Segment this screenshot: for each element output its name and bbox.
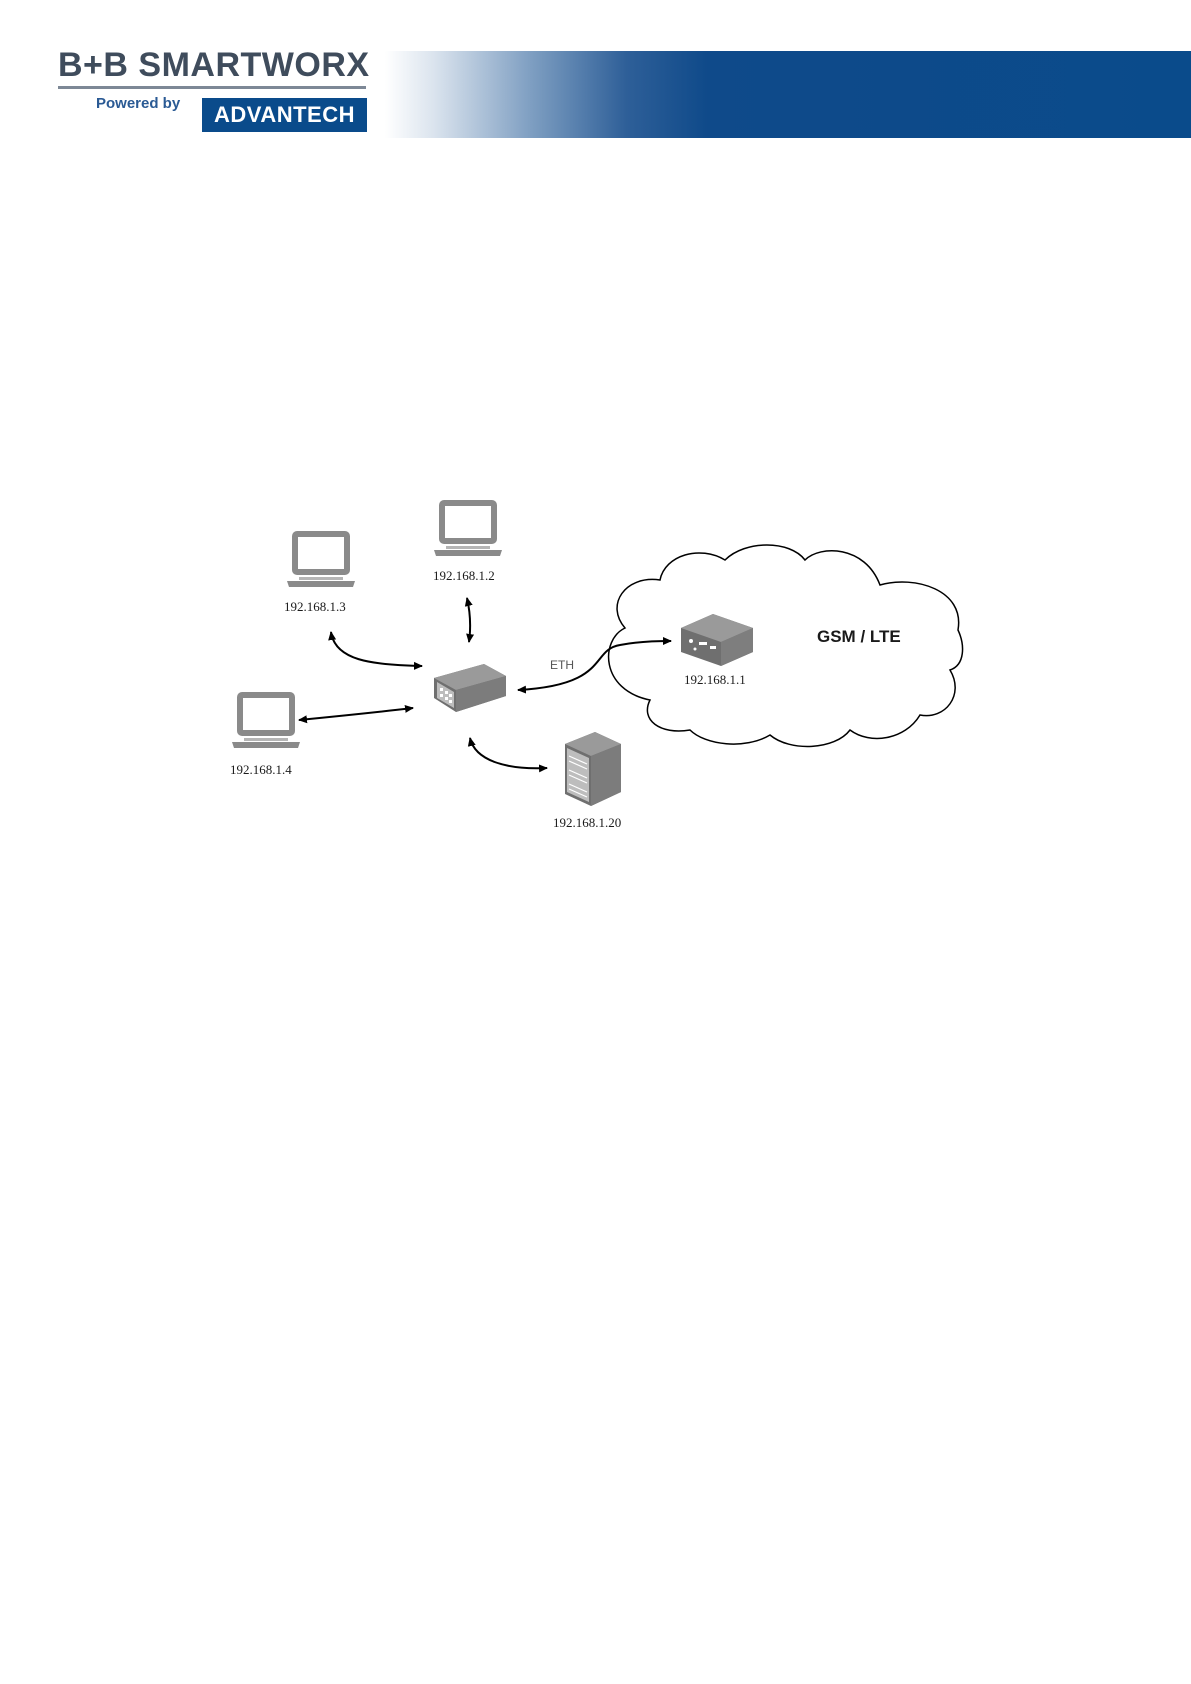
laptop-2-ip: 192.168.1.2 — [433, 568, 495, 583]
link-laptop4-switch — [299, 708, 413, 720]
link-laptop3-switch — [331, 632, 422, 666]
network-label: GSM / LTE — [817, 627, 901, 646]
link-switch-server — [470, 738, 547, 768]
laptop-icon — [287, 531, 355, 587]
link-laptop2-switch — [467, 598, 470, 642]
switch-icon — [434, 664, 506, 712]
server-ip: 192.168.1.20 — [553, 815, 621, 830]
gsm-lte-cloud — [609, 545, 963, 746]
server-icon — [565, 732, 621, 806]
laptop-icon — [434, 500, 502, 556]
laptop-3-ip: 192.168.1.3 — [284, 599, 346, 614]
router-ip: 192.168.1.1 — [684, 672, 746, 687]
laptop-4-ip: 192.168.1.4 — [230, 762, 292, 777]
laptop-icon — [232, 692, 300, 748]
eth-label: ETH — [550, 658, 574, 672]
